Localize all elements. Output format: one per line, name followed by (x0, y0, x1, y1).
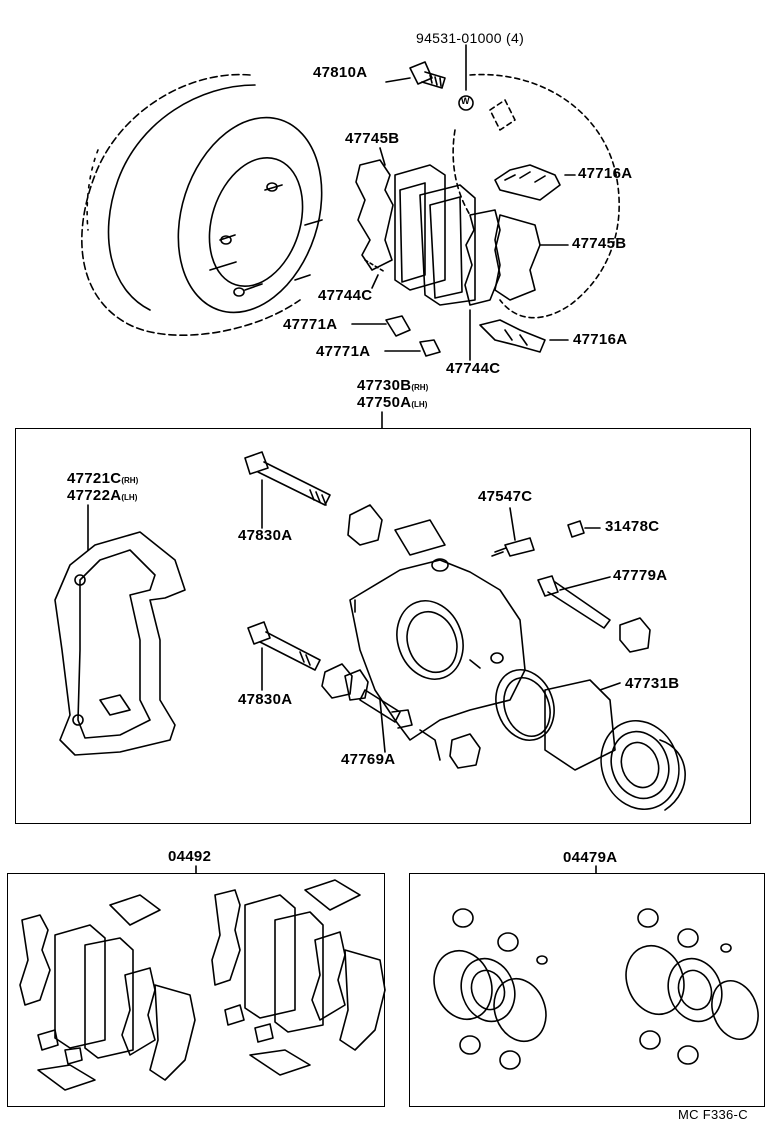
side-caliper-lh: (LH) (411, 400, 428, 409)
part-number-mount-lh: 47722A (67, 487, 122, 504)
part-label-indicator-2: 47771A (316, 343, 371, 360)
part-label-pad-right: 47744C (446, 360, 501, 377)
pad-clip-drawings (385, 164, 561, 357)
caliper-mounting-drawing (54, 531, 186, 756)
disc-rotor-drawing (81, 73, 323, 336)
part-label-pad-left: 47744C (318, 287, 373, 304)
brake-pad-drawings (355, 159, 541, 306)
part-number-caliper-rh: 47730B (357, 377, 412, 394)
side-mount-lh: (LH) (121, 493, 138, 502)
part-label-bolt-lower: 47830A (238, 691, 293, 708)
pad-kit-frame (7, 873, 385, 1107)
part-number-caliper-lh: 47750A (357, 394, 412, 411)
part-label-cap: 31478C (605, 518, 660, 535)
caliper-assembly-frame (15, 428, 751, 824)
bushing-drawings (321, 504, 651, 769)
leader-lines (87, 77, 621, 753)
part-label-bolt: 47810A (313, 64, 368, 81)
part-label-mount-rh: 47721C(RH) (67, 471, 138, 486)
kit-label-pad-kit: 04492 (168, 848, 212, 865)
part-label-boot: 47769A (341, 751, 396, 768)
bolt-drawing (409, 61, 446, 89)
part-label-bolt-washer: 94531-01000 (4) (416, 31, 524, 45)
part-number-bolt-washer: 94531-01000 (416, 30, 502, 46)
part-label-shim-inner: 47745B (572, 235, 627, 252)
part-label-pin: 47779A (613, 567, 668, 584)
pad-kit-drawings (19, 879, 386, 1091)
part-label-bolt-upper: 47830A (238, 527, 293, 544)
washer-mark: W (461, 96, 470, 106)
slide-pin-drawing (537, 575, 611, 629)
seal-kit-frame (409, 873, 765, 1107)
part-label-piston: 47731B (625, 675, 680, 692)
part-label-shim-outer: 47745B (345, 130, 400, 147)
part-number-mount-rh: 47721C (67, 470, 122, 487)
piston-drawing (495, 669, 686, 811)
seal-kit-drawings (433, 908, 759, 1070)
part-label-indicator-1: 47771A (283, 316, 338, 333)
part-label-mount-lh: 47722A(LH) (67, 488, 137, 503)
part-label-clip-upper: 47716A (578, 165, 633, 182)
side-caliper-rh: (RH) (411, 383, 429, 392)
side-mount-rh: (RH) (121, 476, 139, 485)
kit-label-seal-kit: 04479A (563, 849, 618, 866)
caliper-bolt-drawings (244, 451, 331, 671)
part-label-bleeder: 47547C (478, 488, 533, 505)
part-label-clip-lower: 47716A (573, 331, 628, 348)
dust-cover-drawing (452, 73, 620, 319)
bleeder-drawing (491, 520, 585, 557)
quantity-bolt-washer: (4) (506, 30, 525, 46)
part-label-caliper-lh: 47750A(LH) (357, 395, 427, 410)
figure-code: MC F336-C (678, 1107, 748, 1122)
part-label-caliper-rh: 47730B(RH) (357, 378, 428, 393)
